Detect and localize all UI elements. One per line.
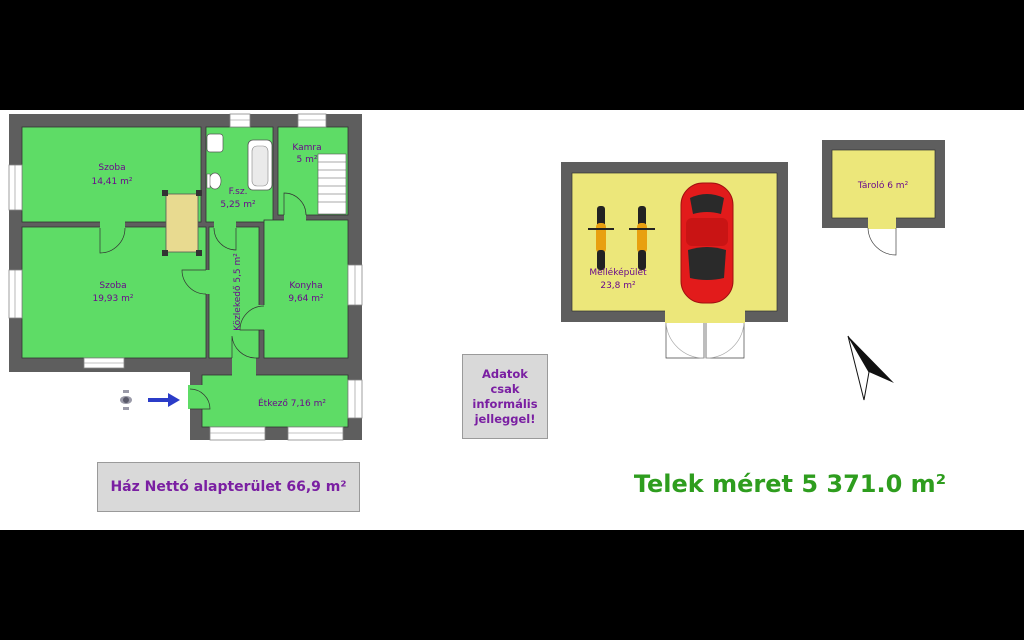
bathtub-icon [247,139,273,191]
north-arrow-icon [847,335,894,401]
motorcycle-icon [588,206,614,270]
toilet-icon [206,172,222,190]
person-icon [120,390,132,410]
room-area: 5 m² [297,155,318,165]
room-name: Szoba [98,163,125,173]
house-area-box: Ház Nettó alapterület 66,9 m² [97,462,360,512]
outbuilding: Melléképület 23,8 m² [561,162,788,359]
disclaimer-box: Adatok csak informális jelleggel! [462,354,548,439]
room-name: Szoba [99,281,126,291]
floor-plan: Szoba 14,41 m² Szoba 19,93 m² F.sz. 5,25… [8,113,945,441]
room-area: 5,25 m² [220,200,256,210]
storage-building: Tároló 6 m² [822,140,945,256]
room-dining [201,374,349,428]
sink-icon [206,133,224,153]
table-icon [162,190,202,256]
floor-plan-canvas: Szoba 14,41 m² Szoba 19,93 m² F.sz. 5,25… [0,110,1024,530]
room-area: 9,64 m² [288,294,324,304]
outbuilding-area: 23,8 m² [600,281,636,291]
room-name: Kamra [292,143,321,153]
room-area: 19,93 m² [92,294,133,304]
room-kitchen [263,219,349,359]
storage-floor [831,149,936,219]
room-label: Étkező 7,16 m² [258,397,326,409]
room-area: 14,41 m² [91,177,132,187]
motorcycle-icon [629,206,655,270]
room-name: F.sz. [229,187,248,197]
room-label: Közlekedő 5,5 m² [233,253,243,331]
outbuilding-floor [571,172,778,312]
room-name: Konyha [289,281,322,291]
car-icon [680,182,734,304]
storage-label: Tároló 6 m² [857,180,909,191]
lot-size-label: Telek méret 5 371.0 m² [633,470,947,498]
house-floor-plan: Szoba 14,41 m² Szoba 19,93 m² F.sz. 5,25… [8,113,363,441]
outbuilding-name: Melléképület [589,267,647,278]
entrance-arrow-icon [148,393,180,407]
